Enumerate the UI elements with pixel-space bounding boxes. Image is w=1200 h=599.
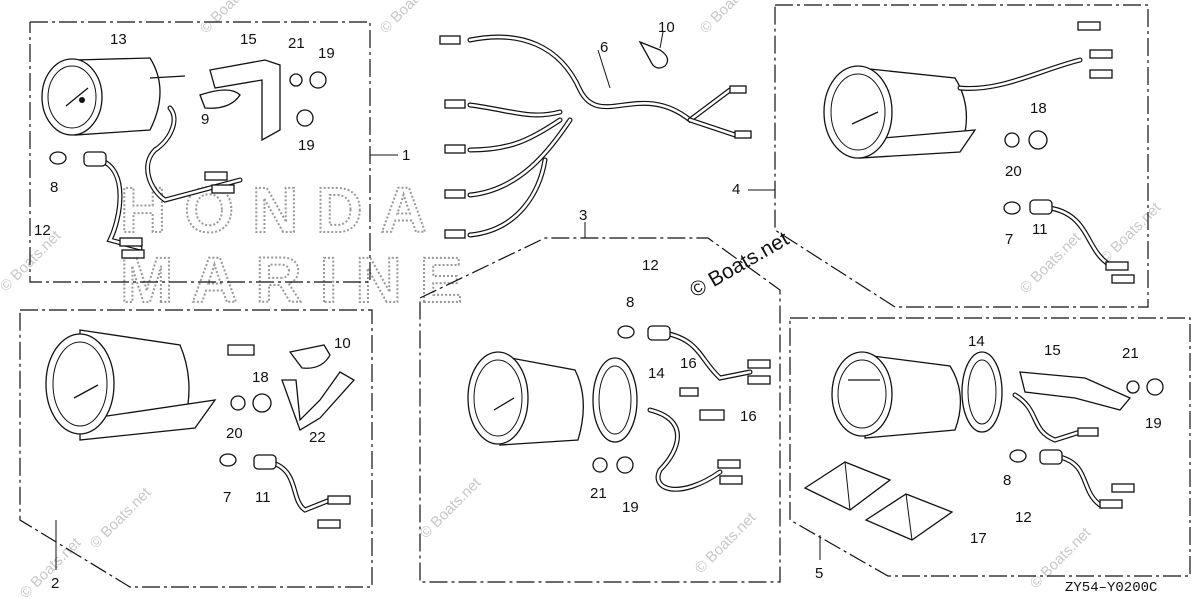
callout-21d: 21 [1122, 345, 1139, 362]
callout-21c: 21 [590, 485, 607, 502]
watermark-text: © Boats.net [377, 0, 445, 37]
washer-20b [230, 395, 246, 411]
watermark-text: © Boats.net [1097, 199, 1165, 267]
harness-6 [439, 34, 752, 239]
callout-19d: 19 [1145, 415, 1162, 432]
watermark-text: © Boats.net [0, 227, 65, 295]
assembly-box-4: 18 20 7 11 4 [732, 4, 1149, 308]
callout-15b: 15 [1044, 342, 1061, 359]
assembly-box-1: 13 15 21 19 9 19 8 12 1 [29, 21, 410, 283]
nut-21 [289, 73, 303, 87]
callout-7b: 7 [223, 489, 231, 506]
bulb-16 [679, 387, 699, 397]
gauge-4 [823, 65, 977, 159]
nut-19 [309, 71, 327, 89]
figure-code: ZY54–Y0200C [1065, 580, 1157, 596]
brand-line-1: HONDA [120, 174, 445, 246]
bracket-15b [1019, 371, 1132, 411]
callout-7: 7 [1005, 231, 1013, 248]
callout-20b: 20 [226, 425, 243, 442]
washer-21b [1126, 380, 1140, 394]
callout-main-5: 5 [815, 565, 823, 582]
callout-18b: 18 [252, 369, 269, 386]
callout-8: 8 [50, 179, 58, 196]
gauge-3 [467, 351, 584, 446]
washer-21 [592, 457, 608, 473]
nut-18 [1028, 130, 1048, 150]
watermark-text: © Boats.net [697, 0, 765, 37]
ring-14 [592, 357, 638, 443]
callout-12c: 12 [642, 257, 659, 274]
callout-13: 13 [110, 31, 127, 48]
callout-22: 22 [309, 429, 326, 446]
assembly-box-2: 10 18 20 22 7 11 2 [19, 309, 373, 592]
callout-main-2: 2 [51, 575, 59, 592]
gauge-5 [831, 351, 962, 439]
gauge-2 [45, 329, 217, 441]
callout-19: 19 [318, 45, 335, 62]
callout-8c: 8 [626, 294, 634, 311]
callout-10b: 10 [334, 335, 351, 352]
clip-10 [638, 31, 669, 69]
callout-19c: 19 [622, 499, 639, 516]
callout-18: 18 [1030, 100, 1047, 117]
callout-main-1: 1 [402, 147, 410, 164]
watermark-text: © Boats.net [692, 509, 760, 577]
callout-main-4: 4 [732, 181, 740, 198]
callout-10: 10 [658, 19, 675, 36]
nut-18b [252, 393, 272, 413]
watermark-text: © Boats.net [417, 474, 485, 542]
bracket-15 [199, 59, 281, 142]
callout-6: 6 [600, 39, 608, 56]
callout-19b: 19 [298, 137, 315, 154]
gauge-13 [41, 57, 186, 136]
ring-14b [961, 351, 1003, 433]
callout-21: 21 [288, 35, 305, 52]
callout-12d: 12 [1015, 509, 1032, 526]
watermark-text: © Boats.net [1017, 229, 1085, 297]
callout-11: 11 [1032, 221, 1048, 238]
callout-14b: 14 [968, 333, 985, 350]
nut-19b [296, 109, 314, 127]
washer-20 [1004, 132, 1020, 148]
callout-9: 9 [201, 111, 209, 128]
callout-14: 14 [648, 365, 665, 382]
callout-12: 12 [34, 222, 51, 239]
callout-20: 20 [1005, 163, 1022, 180]
callout-8d: 8 [1003, 472, 1011, 489]
callout-16b: 16 [740, 408, 757, 425]
brand-watermark: HONDA MARINE [119, 173, 480, 317]
manual-17 [803, 461, 954, 541]
assembly-box-3: 12 8 14 16 16 21 19 3 [419, 207, 781, 583]
callout-11b: 11 [255, 489, 271, 506]
watermark-text: © Boats.net [87, 484, 155, 552]
bulb-16b [699, 409, 725, 421]
callout-16: 16 [680, 355, 697, 372]
callout-15: 15 [240, 31, 257, 48]
nut-19c [616, 456, 634, 474]
brand-line-2: MARINE [120, 244, 480, 316]
callout-main-3: 3 [579, 207, 587, 224]
callout-17: 17 [970, 530, 987, 547]
assembly-box-5: 14 15 21 19 8 12 17 5 [789, 317, 1191, 582]
nut-19d [1146, 378, 1164, 396]
